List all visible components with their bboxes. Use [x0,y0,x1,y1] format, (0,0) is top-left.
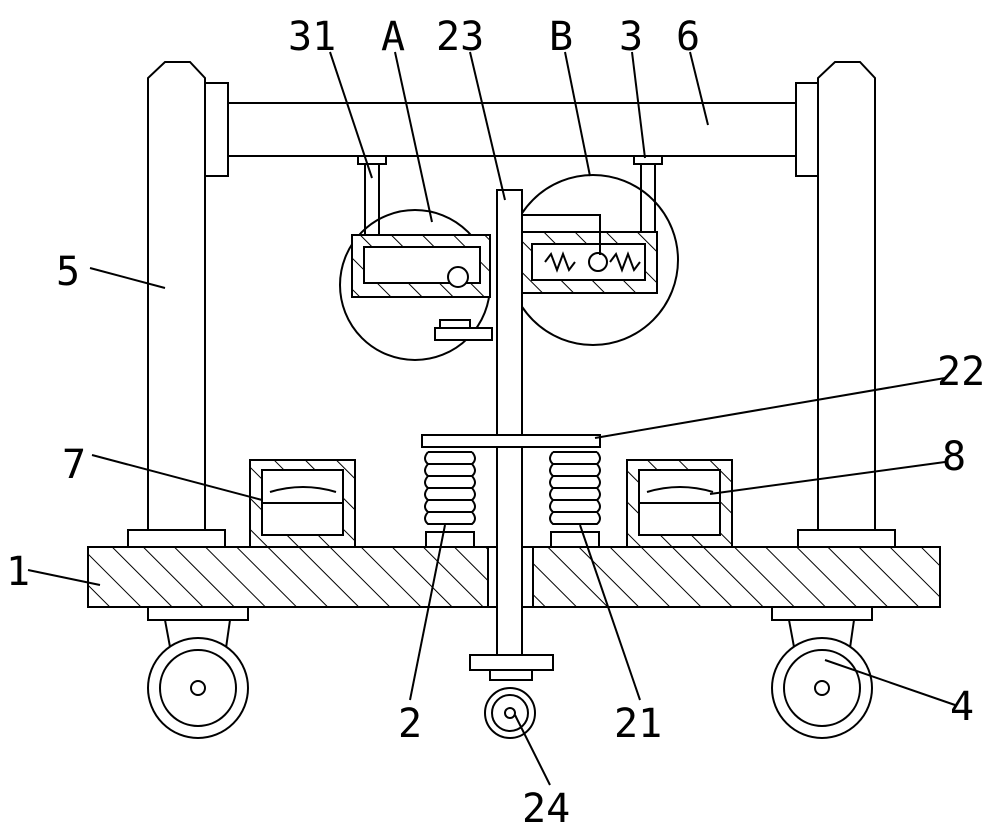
label-2: 2 [398,701,422,747]
clamp-box-b [520,215,657,293]
label-b: B [549,14,573,60]
label-22: 22 [937,349,985,395]
label-6: 6 [676,14,700,60]
label-1: 1 [6,549,30,595]
label-a: A [381,14,405,60]
label-4: 4 [950,684,974,730]
box-8 [627,460,732,547]
label-31: 31 [288,14,336,60]
left-caster [148,607,248,738]
central-rod [497,190,522,655]
label-3: 3 [619,14,643,60]
spring-21 [550,452,600,547]
label-23: 23 [436,14,484,60]
label-21: 21 [614,701,662,747]
label-5: 5 [56,249,80,295]
top-bar [205,83,818,176]
clamp-box-a [352,235,492,340]
spring-2 [425,452,475,547]
spring-plate [422,435,600,447]
right-caster [772,607,872,738]
label-24: 24 [522,786,570,832]
label-8: 8 [942,434,966,480]
center-caster [470,655,553,738]
label-7: 7 [62,442,86,488]
box-7 [250,460,355,547]
